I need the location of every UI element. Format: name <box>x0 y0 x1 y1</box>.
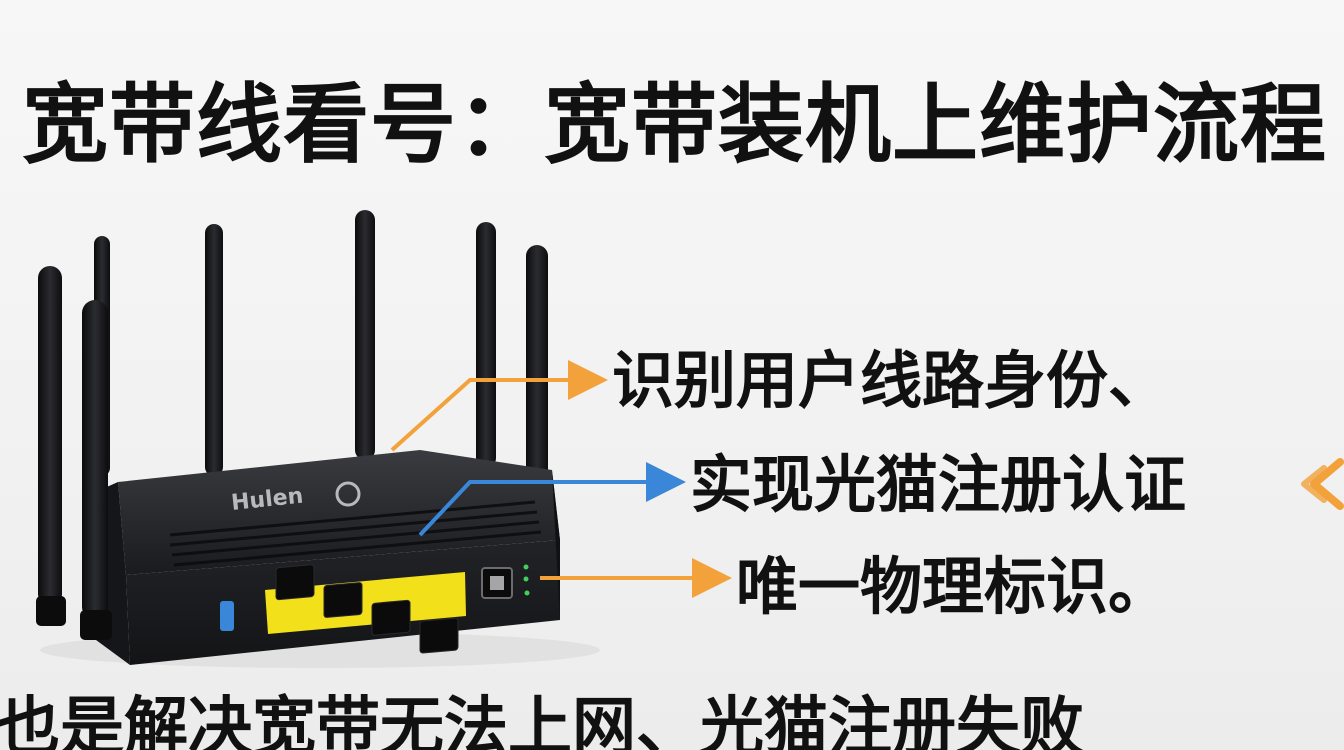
antenna <box>476 222 496 468</box>
lan-ports <box>265 572 466 634</box>
antenna <box>526 245 548 505</box>
chevron-left-icon <box>1301 458 1344 510</box>
arrow-to-callout-2 <box>418 462 686 537</box>
bottom-caption: 也是解决宽带无法上网、光猫注册失败 <box>0 691 1084 750</box>
lan-port <box>275 564 315 601</box>
status-led <box>523 576 529 582</box>
antenna <box>82 300 108 620</box>
router-top <box>118 450 560 575</box>
arrow-to-callout-1 <box>390 360 608 452</box>
callout-line-1: 识别用户线路身份、 <box>612 344 1171 417</box>
status-led <box>523 564 529 570</box>
callout-line-3: 唯一物理标识。 <box>736 550 1171 623</box>
brand-logo-icon <box>335 481 361 507</box>
status-led <box>524 590 530 596</box>
lan-port <box>323 582 363 618</box>
antenna <box>205 224 223 476</box>
lan-port <box>371 599 411 636</box>
antenna <box>355 210 375 460</box>
callout-line-2: 实现光猫注册认证 <box>690 448 1187 521</box>
reset-switch <box>220 601 234 631</box>
antenna <box>38 266 62 606</box>
lan-port <box>419 617 459 654</box>
page-title: 宽带线看号：宽带装机上维护流程 <box>22 75 1327 175</box>
